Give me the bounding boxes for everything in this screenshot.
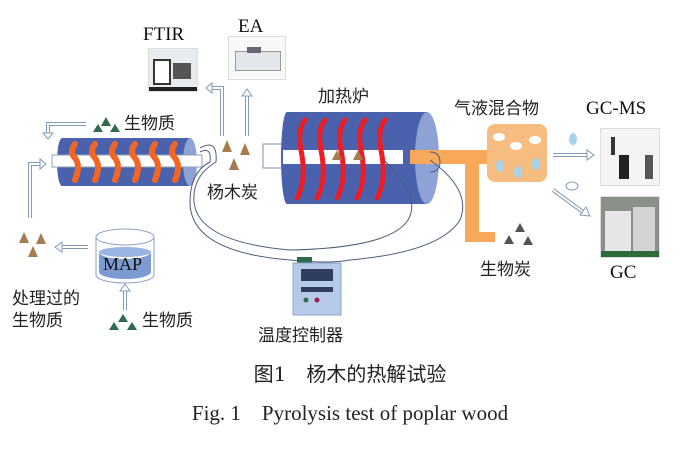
label-gcms: GC-MS (586, 98, 647, 119)
label-biochar: 生物炭 (480, 260, 531, 280)
temperature-controller (292, 257, 342, 316)
feeder-shaft (51, 154, 203, 168)
caption-english: Fig. 1 Pyrolysis test of poplar wood (191, 401, 509, 425)
label-map: MAP (103, 254, 143, 274)
label-temp-controller: 温度控制器 (258, 326, 343, 346)
biomass-particles-top (93, 117, 120, 132)
liquid-drop (569, 133, 577, 145)
gas-liquid-box (487, 124, 547, 182)
label-poplar-char: 杨木炭 (207, 183, 258, 203)
label-gc: GC (610, 262, 637, 283)
label-biomass-bottom: 生物质 (142, 311, 193, 331)
label-treated-biomass-2: 生物质 (12, 311, 63, 331)
label-ftir: FTIR (143, 24, 185, 45)
label-furnace: 加热炉 (318, 87, 369, 107)
label-treated-biomass-1: 处理过的 (12, 289, 80, 309)
biochar-particles (504, 223, 533, 245)
gc-instrument-image (600, 196, 660, 258)
heater-coil (294, 117, 388, 201)
screw-feeder (51, 138, 203, 186)
controller-wires (189, 144, 464, 263)
gas-bubble (565, 181, 579, 191)
arrow-to-ftir (212, 86, 224, 136)
treated-biomass-particles (19, 232, 46, 257)
ea-instrument-image (228, 36, 286, 80)
ftir-instrument-image (148, 48, 198, 92)
heating-furnace (262, 112, 439, 204)
arrow-treated-to-feeder (28, 162, 40, 218)
map-container (95, 228, 155, 284)
poplar-char-particles (222, 140, 250, 170)
gcms-instrument-image (600, 128, 660, 186)
biomass-particles-bottom (109, 314, 137, 330)
caption-chinese: 图1 杨木的热解试验 (253, 362, 447, 386)
label-ea: EA (238, 16, 264, 37)
label-biomass-top: 生物质 (124, 114, 175, 134)
label-gas-liquid-mixture: 气液混合物 (454, 99, 539, 119)
feeder-screw (69, 141, 181, 183)
